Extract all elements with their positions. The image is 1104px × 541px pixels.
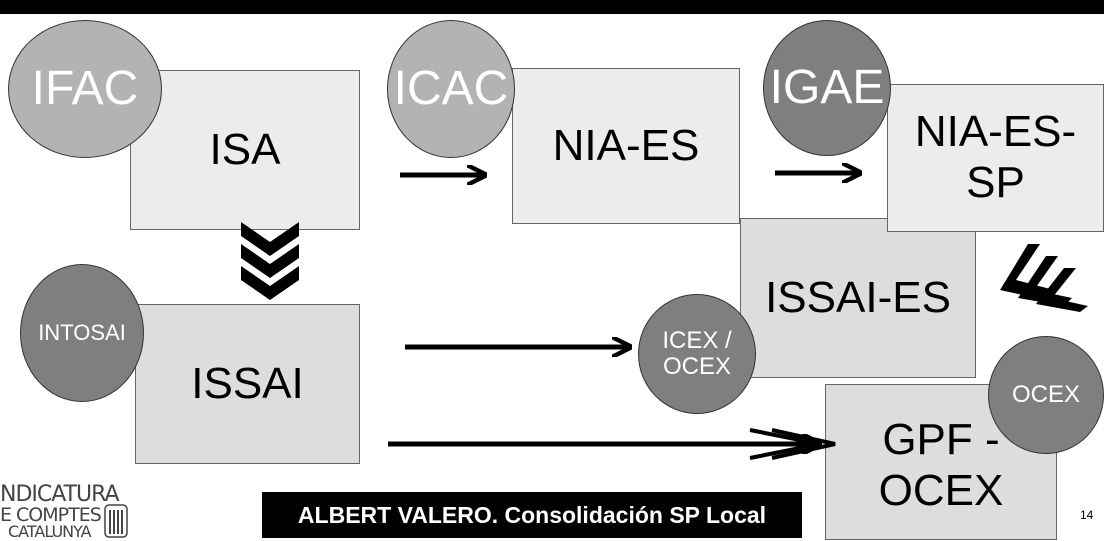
ocex-label: OCEX [1011,380,1080,408]
page-number: 14 [1080,508,1094,522]
logo-line-3: CATALUNYA [8,522,92,541]
igae-circle: IGAE [763,20,891,156]
gpf-label-line1: GPF - [882,415,1000,465]
logo-emblem-icon [104,504,128,538]
ifac-circle: IFAC [8,20,162,158]
ifac-label: IFAC [31,61,139,115]
top-bar [0,0,1104,14]
nia-es-box: NIA-ES [512,68,740,224]
logo-line-1: NDICATURA [0,482,120,507]
down-chevrons [241,222,299,300]
sindicatura-logo: NDICATURA E COMPTES CATALUNYA [0,482,130,541]
gpf-label-line2: OCEX [878,466,1004,515]
nia-es-sp-label-line1: NIA-ES- [914,107,1077,157]
igae-label: IGAE [769,60,885,114]
issai-es-box: ISSAI-ES [740,218,976,378]
icex-ocex-circle: ICEX / OCEX [638,294,756,414]
nia-es-sp-box: NIA-ES- SP [887,84,1104,232]
diagonal-chevrons [1000,244,1088,312]
issai-es-label: ISSAI-ES [765,272,951,322]
intosai-label: INTOSAI [38,319,126,345]
footer-title: ALBERT VALERO. Consolidación SP Local [297,501,767,528]
isa-label: ISA [209,124,281,174]
footer-bar: ALBERT VALERO. Consolidación SP Local [262,492,802,538]
icex-label-line2: OCEX [662,353,731,380]
logo-line-2: E COMPTES [0,504,102,526]
intosai-circle: INTOSAI [20,264,144,402]
isa-box: ISA [130,70,360,230]
nia-es-label: NIA-ES [552,120,700,170]
icac-circle: ICAC [387,20,515,158]
icac-label: ICAC [393,61,509,115]
icex-label-line1: ICEX / [662,326,732,354]
issai-box: ISSAI [135,304,360,464]
issai-label: ISSAI [191,358,304,408]
nia-es-sp-label-line2: SP [966,158,1025,207]
